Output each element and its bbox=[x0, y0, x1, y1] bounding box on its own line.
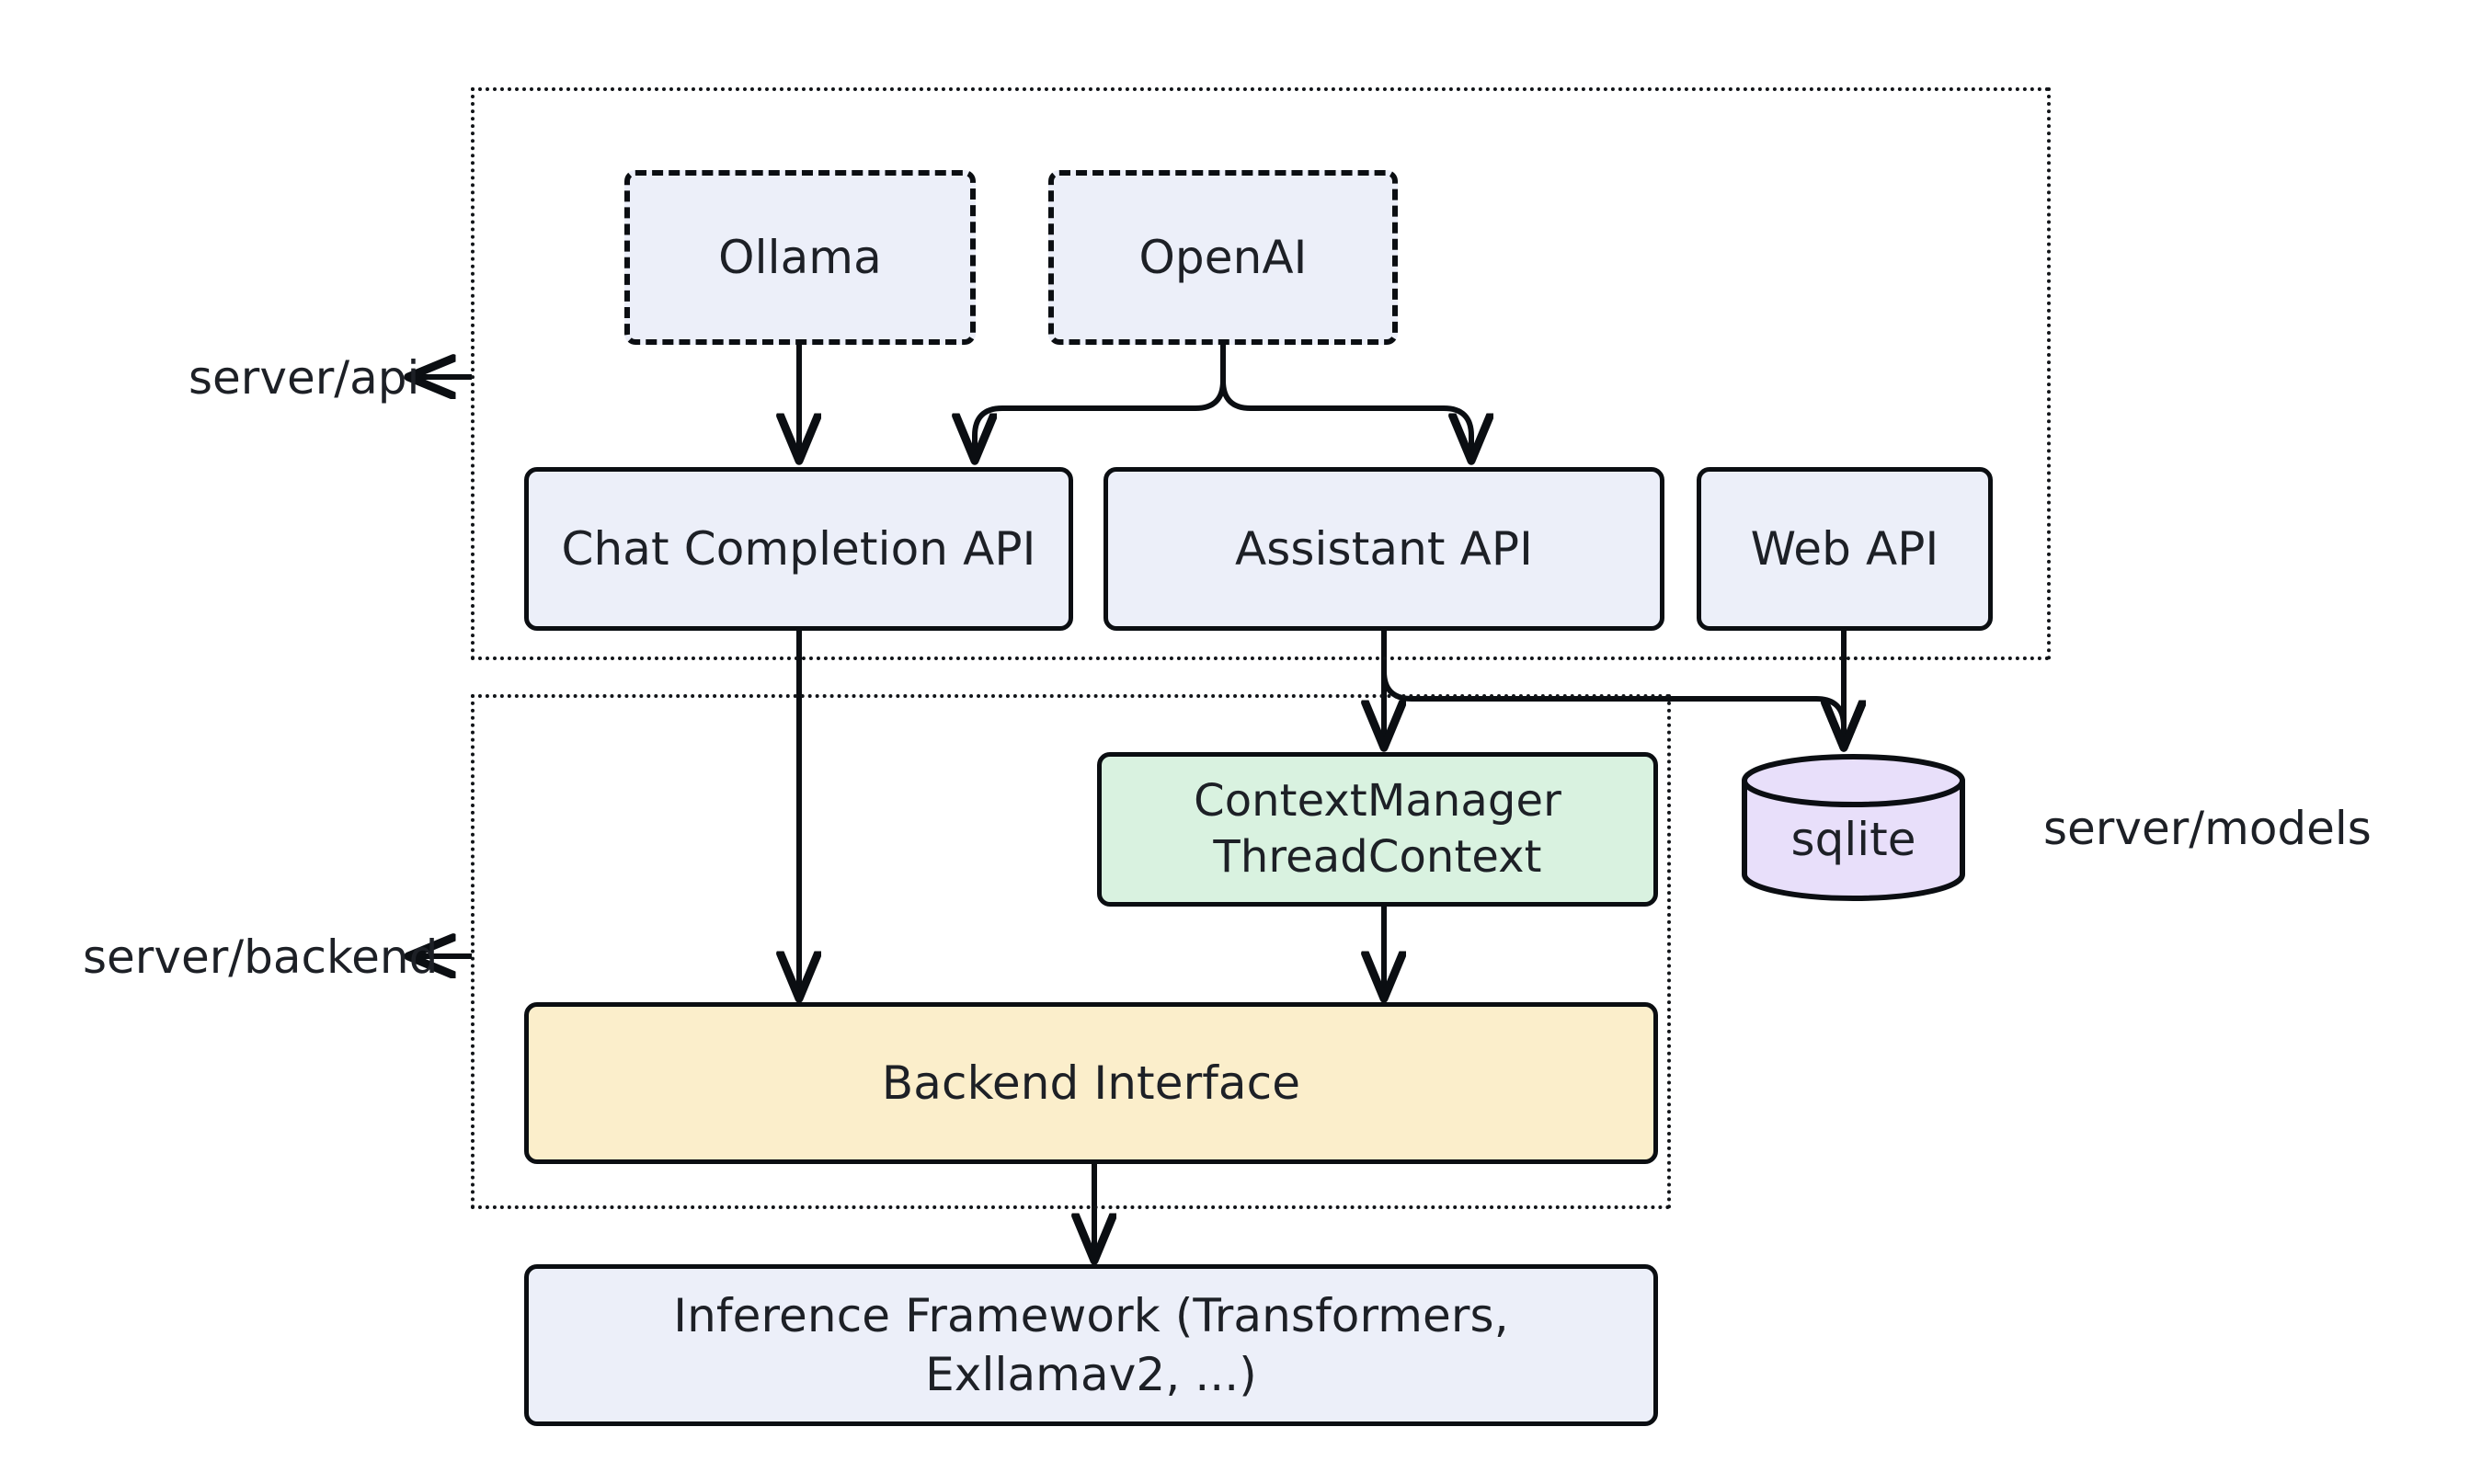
group-server-backend bbox=[471, 694, 1671, 1209]
node-sqlite[interactable]: sqlite bbox=[1741, 754, 1966, 901]
node-chat-completion-api[interactable]: Chat Completion API bbox=[524, 467, 1073, 631]
node-backend-interface[interactable]: Backend Interface bbox=[524, 1002, 1658, 1164]
node-inference-framework[interactable]: Inference Framework (Transformers, Exlla… bbox=[524, 1264, 1658, 1426]
node-openai[interactable]: OpenAI bbox=[1048, 170, 1398, 345]
node-web-api-label: Web API bbox=[1750, 522, 1939, 576]
node-web-api[interactable]: Web API bbox=[1697, 467, 1993, 631]
node-assistant-api[interactable]: Assistant API bbox=[1103, 467, 1664, 631]
group-label-server-api: server/api bbox=[189, 351, 420, 405]
node-openai-label: OpenAI bbox=[1138, 231, 1308, 284]
group-server-api bbox=[471, 87, 2051, 660]
node-backend-interface-label: Backend Interface bbox=[881, 1056, 1301, 1110]
node-ollama[interactable]: Ollama bbox=[624, 170, 976, 345]
group-label-server-models: server/models bbox=[2043, 802, 2372, 855]
group-label-server-backend: server/backend bbox=[83, 930, 439, 984]
node-chat-completion-api-label: Chat Completion API bbox=[561, 522, 1036, 576]
node-context-manager-thread-context-label: ContextManager ThreadContext bbox=[1194, 774, 1561, 883]
node-context-manager-thread-context[interactable]: ContextManager ThreadContext bbox=[1097, 752, 1658, 907]
node-assistant-api-label: Assistant API bbox=[1234, 522, 1534, 576]
node-ollama-label: Ollama bbox=[718, 231, 882, 284]
node-inference-framework-label: Inference Framework (Transformers, Exlla… bbox=[673, 1289, 1509, 1401]
